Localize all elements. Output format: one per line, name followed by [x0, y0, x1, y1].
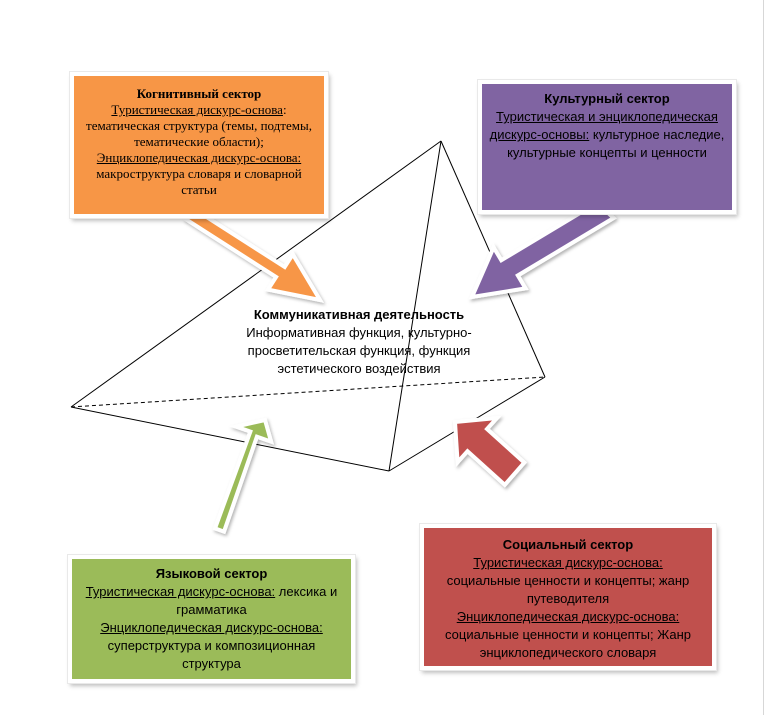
cognitive-tourist-text: тематическая структура (темы, подтемы, т… [86, 118, 312, 149]
cognitive-encyclopedic-label: Энциклопедическая дискурс-основа: [96, 150, 302, 165]
arrow-cultural [468, 200, 617, 300]
language-encyclopedic-label: Энциклопедическая дискурс-основа: [100, 620, 323, 635]
center-description: Информативная функция, культурно-просвет… [246, 325, 472, 376]
language-sector-title: Языковой сектор [155, 566, 268, 581]
cultural-sector-box: Культурный сектор Туристическая и энцикл… [478, 80, 736, 214]
language-tourist-label: Туристическая дискурс-основа: [85, 584, 276, 599]
pyramid-edge-base-front [70, 406, 390, 472]
social-sector-title: Социальный сектор [502, 537, 634, 552]
cultural-label: Туристическая и энциклопедическая дискур… [489, 109, 718, 142]
language-sector-box: Языковой сектор Туристическая дискурс-ос… [68, 555, 355, 683]
social-tourist-label: Туристическая дискурс-основа: [473, 555, 663, 570]
pyramid-edge-base-hidden [70, 376, 546, 408]
social-encyclopedic-text: социальные ценности и концепты; Жанр энц… [445, 627, 691, 660]
pyramid-edge-front [388, 140, 442, 472]
cognitive-tourist-label: Туристическая дискурс-основа [111, 102, 283, 117]
center-title: Коммуникативная деятельность [253, 307, 465, 322]
cognitive-tourist-sep: : [282, 102, 287, 117]
cultural-text: культурное наследие, культурные концепты… [507, 127, 725, 160]
center-label: Коммуникативная деятельность Информативн… [225, 306, 493, 378]
arrow-social [452, 415, 528, 488]
arrow-language [212, 417, 275, 535]
page-edge-line [763, 0, 764, 715]
cultural-sector-title: Культурный сектор [544, 91, 670, 106]
social-tourist-text: социальные ценности и концепты; жанр пут… [446, 573, 690, 606]
pyramid [70, 140, 546, 472]
cognitive-sector-title: Когнитивный сектор [136, 86, 262, 101]
pyramid-edge-left [70, 140, 442, 408]
language-tourist-text: лексика и грамматика [176, 584, 338, 617]
arrow-cognitive [182, 206, 325, 303]
language-encyclopedic-text: суперструктура и композиционная структур… [107, 638, 316, 671]
social-sector-box: Социальный сектор Туристическая дискурс-… [420, 524, 716, 670]
social-encyclopedic-label: Энциклопедическая дискурс-основа: [456, 609, 680, 624]
cognitive-sector-box: Когнитивный сектор Туристическая дискурс… [70, 72, 328, 218]
cognitive-encyclopedic-text: макроструктура словаря и словарной стать… [96, 166, 302, 197]
